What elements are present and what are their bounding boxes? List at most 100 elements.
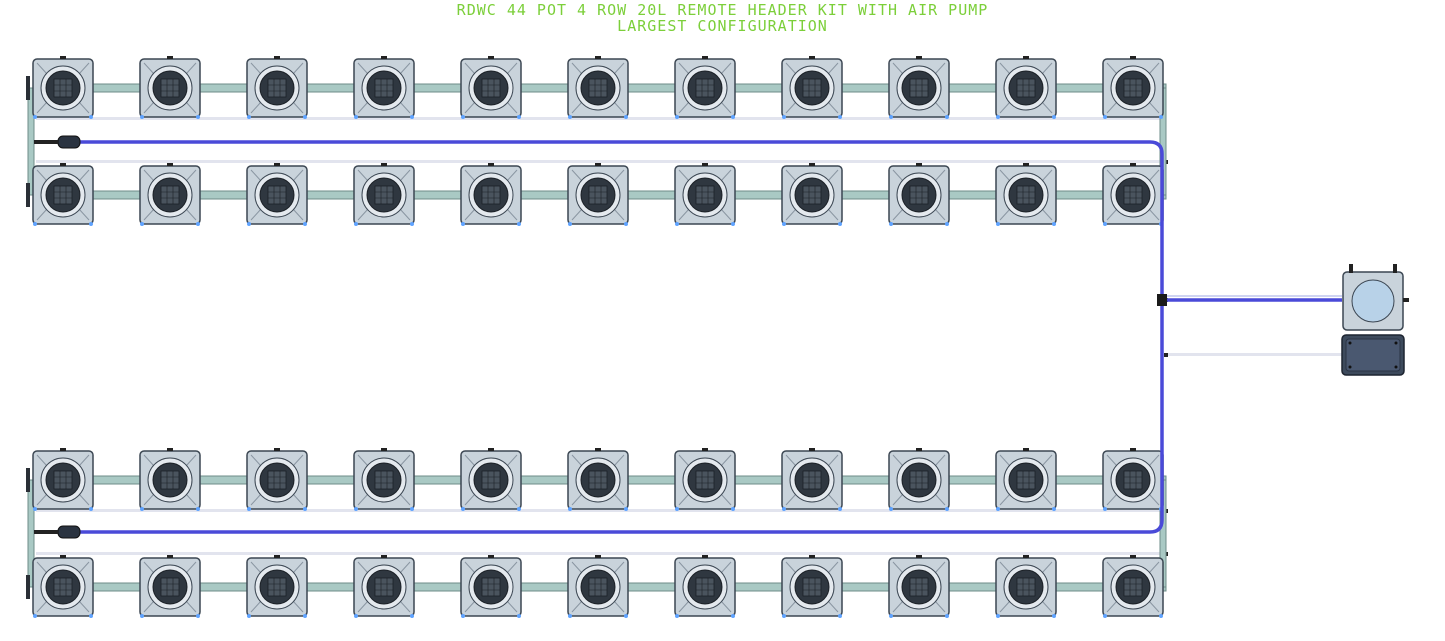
net-pot-grid	[160, 577, 180, 597]
pot-tab	[274, 56, 280, 59]
pot-fitting	[461, 222, 465, 226]
net-pot-mesh	[803, 186, 821, 204]
pot-bevel	[143, 62, 197, 114]
pot-fitting	[247, 115, 251, 119]
pot-fitting	[945, 222, 949, 226]
net-pot-grid	[267, 185, 287, 205]
pot-bevel	[1106, 454, 1160, 506]
pot	[139, 448, 201, 511]
header-tank-outlet	[1403, 298, 1409, 302]
pot	[888, 555, 950, 618]
pot-fitting	[517, 222, 521, 226]
pot-fitting	[33, 507, 37, 511]
pot-fitting	[1103, 614, 1107, 618]
net-pot-mesh	[803, 578, 821, 596]
pot-fitting	[838, 222, 842, 226]
pot-fitting	[196, 115, 200, 119]
air-valve-fitting	[57, 135, 81, 149]
pot-fitting	[945, 614, 949, 618]
pot-fitting	[89, 222, 93, 226]
pot-bevel	[785, 62, 839, 114]
pot-fitting	[838, 507, 842, 511]
net-pot-grid	[1016, 185, 1036, 205]
net-pot-mesh	[268, 471, 286, 489]
pot-tab	[1130, 448, 1136, 451]
net-pot-grid	[1123, 78, 1143, 98]
net-pot-mesh	[54, 471, 72, 489]
air-pump-face	[1345, 338, 1401, 372]
net-pot-mesh	[54, 79, 72, 97]
pot-fitting	[410, 507, 414, 511]
net-pot-mesh	[589, 79, 607, 97]
pot-bevel	[357, 62, 411, 114]
pot-tab	[167, 163, 173, 166]
title-line-2: LARGEST CONFIGURATION	[617, 17, 828, 35]
pot	[1102, 555, 1164, 618]
pot-bevel	[892, 454, 946, 506]
pot-bevel	[1106, 561, 1160, 613]
pot-fitting	[461, 507, 465, 511]
pot-fitting	[89, 507, 93, 511]
net-pot-grid	[695, 470, 715, 490]
pot-fitting	[89, 614, 93, 618]
pot-fitting	[517, 614, 521, 618]
pot-fitting	[731, 222, 735, 226]
pot	[781, 448, 843, 511]
pipe-end-cap	[26, 468, 30, 492]
pot-tab	[1023, 448, 1029, 451]
pipe-end-cap	[26, 575, 30, 599]
pot-tab	[809, 555, 815, 558]
pot-fitting	[461, 115, 465, 119]
pot-fitting	[410, 614, 414, 618]
net-pot-mesh	[161, 79, 179, 97]
pot-tab	[809, 163, 815, 166]
airlines	[34, 135, 1342, 539]
pot-fitting	[354, 222, 358, 226]
pot-tab	[274, 163, 280, 166]
net-pot-mesh	[696, 186, 714, 204]
pot-bevel	[892, 62, 946, 114]
pot-tab	[167, 56, 173, 59]
net-pot-mesh	[1124, 578, 1142, 596]
net-pot-grid	[1016, 470, 1036, 490]
pot-bevel	[571, 561, 625, 613]
pot-tab	[167, 555, 173, 558]
pot	[32, 448, 94, 511]
pot-tab	[1130, 56, 1136, 59]
pot-fitting	[89, 115, 93, 119]
net-pot-mesh	[1017, 186, 1035, 204]
pot	[353, 555, 415, 618]
net-pot-mesh	[161, 578, 179, 596]
pot-tab	[60, 555, 66, 558]
pot	[353, 56, 415, 119]
pot-tab	[381, 448, 387, 451]
pot-tab	[274, 448, 280, 451]
pot-tab	[809, 56, 815, 59]
pot-tab	[381, 163, 387, 166]
net-pot-grid	[1123, 470, 1143, 490]
pot	[888, 56, 950, 119]
pot-bevel	[999, 62, 1053, 114]
net-pot-grid	[374, 185, 394, 205]
title-line-1: RDWC 44 POT 4 ROW 20L REMOTE HEADER KIT …	[456, 1, 989, 19]
pot-grid	[32, 56, 1164, 618]
pot-fitting	[196, 222, 200, 226]
net-pot-mesh	[1017, 79, 1035, 97]
pot-fitting	[247, 507, 251, 511]
net-pot-mesh	[482, 471, 500, 489]
pot-fitting	[568, 507, 572, 511]
pot	[32, 163, 94, 226]
net-pot-mesh	[268, 186, 286, 204]
pot-tab	[809, 448, 815, 451]
pot-fitting	[731, 507, 735, 511]
pot	[353, 448, 415, 511]
pot-fitting	[1052, 614, 1056, 618]
pot	[781, 56, 843, 119]
pot-bevel	[464, 169, 518, 221]
net-pot-grid	[1123, 577, 1143, 597]
pot	[246, 448, 308, 511]
net-pot-grid	[53, 185, 73, 205]
pot-fitting	[303, 614, 307, 618]
pot-fitting	[1052, 222, 1056, 226]
